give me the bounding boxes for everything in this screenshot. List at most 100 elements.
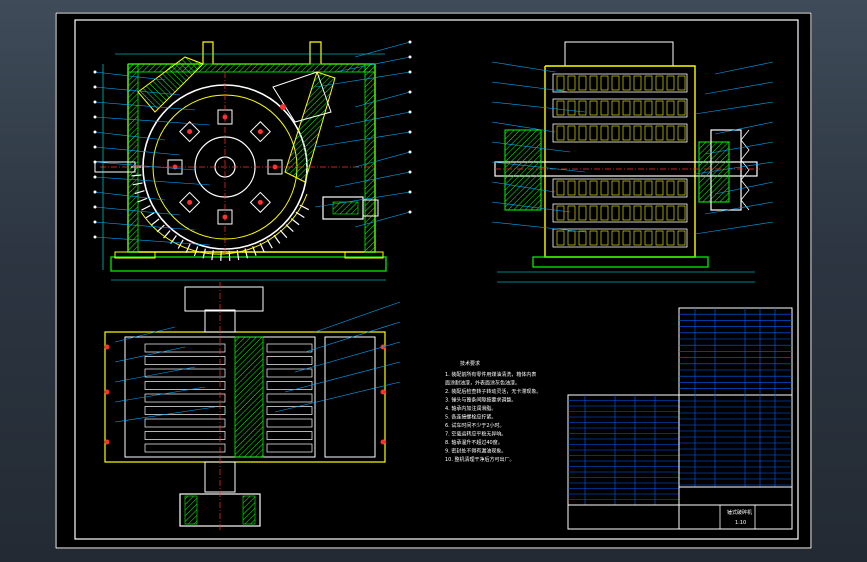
hammer-plate — [578, 230, 587, 246]
leader-line — [491, 141, 571, 153]
scale-label: 1:10 — [735, 520, 746, 526]
tech-item: 10. 整机清理干净后方可出厂。 — [445, 456, 515, 463]
leader-line — [294, 341, 401, 373]
hammer-plate — [644, 125, 653, 141]
leader-line — [94, 101, 196, 111]
hammer-plate — [578, 180, 587, 196]
hammer-pin — [272, 164, 278, 170]
side-view — [494, 41, 760, 283]
grate-tooth — [185, 243, 191, 253]
hammer-plate — [567, 125, 576, 141]
grate-tooth — [177, 239, 184, 249]
grate-tooth — [131, 174, 142, 177]
plan-hammer — [144, 368, 226, 378]
base-plate — [110, 256, 387, 272]
hammer-pin — [257, 199, 263, 205]
tech-item: 2. 装配后检查转子转动灵活，无卡滞现象。 — [445, 388, 541, 395]
grate-tooth — [137, 197, 148, 203]
leader-line — [314, 71, 411, 88]
hammer-plate — [556, 180, 565, 196]
balloon — [93, 175, 97, 179]
plan-hammer-right — [266, 381, 313, 390]
hammer-plate — [578, 205, 587, 221]
grate-tooth — [132, 182, 143, 186]
leader-line — [304, 321, 401, 353]
plan-bearing-top — [184, 286, 264, 312]
hammer-plate — [556, 125, 565, 141]
hammer-plate — [589, 125, 598, 141]
balloon — [93, 190, 97, 194]
hammer-plate — [600, 230, 609, 246]
assembly-drawing: 技术要求 1. 装配前所有零件用煤油清洗，箱体内表 面涂耐油漆，外表面涂灰色油漆… — [55, 12, 812, 549]
hammer-plate — [666, 230, 675, 246]
balloon — [408, 110, 412, 114]
balloon — [93, 205, 97, 209]
hammer-plate — [611, 230, 620, 246]
hammer-plate — [622, 75, 631, 91]
hammer-plate — [644, 180, 653, 196]
tech-item: 面涂耐油漆，外表面涂灰色油漆。 — [445, 380, 520, 387]
leader-line — [314, 301, 401, 333]
balloon — [93, 130, 97, 134]
hammer-plate — [567, 100, 576, 116]
tech-item: 7. 空载运转应平稳无异响。 — [445, 431, 506, 438]
balloon — [93, 100, 97, 104]
tech-item: 5. 各连接螺栓应拧紧。 — [445, 414, 496, 421]
hammer-plate — [567, 230, 576, 246]
hammer-plate — [677, 125, 686, 141]
side-hammer-rows — [552, 73, 688, 248]
tech-items: 1. 装配前所有零件用煤油清洗，箱体内表 面涂耐油漆，外表面涂灰色油漆。2. 装… — [445, 371, 541, 463]
leader-line — [491, 181, 556, 193]
hammer-row — [552, 123, 688, 143]
drawing-name: 锤式破碎机 — [727, 509, 752, 516]
leader-line — [114, 326, 176, 343]
grate-tooth — [236, 250, 240, 261]
plan-hammer-right — [266, 443, 313, 453]
balloon — [93, 235, 97, 239]
hammer-plate — [622, 125, 631, 141]
pulley-grooves — [740, 129, 750, 211]
grate-tooth — [134, 190, 145, 195]
bearing-left — [504, 129, 542, 211]
leader-line — [694, 101, 774, 115]
bearing-right — [698, 141, 730, 203]
plan-hammer — [144, 406, 226, 415]
hammer-plate — [633, 205, 642, 221]
balloon — [93, 70, 97, 74]
hammer-plate — [556, 205, 565, 221]
leader-line — [491, 81, 571, 93]
balloon — [408, 90, 412, 94]
tech-item: 3. 锤头与篦条间隙按要求调整。 — [445, 397, 516, 404]
hammer-plate — [600, 125, 609, 141]
balloon — [408, 170, 412, 174]
hammer-plate — [556, 75, 565, 91]
tech-item: 9. 密封处不得有漏油现象。 — [445, 448, 506, 455]
hammer-plate — [666, 205, 675, 221]
leader-line — [491, 121, 556, 133]
grate-tooth — [285, 224, 294, 233]
grate-tooth — [150, 218, 160, 226]
hammer-plate — [578, 100, 587, 116]
hammer-plate — [633, 75, 642, 91]
leader-line — [274, 381, 401, 413]
hammer-plate — [589, 180, 598, 196]
leader-line — [694, 161, 774, 175]
front-view — [94, 41, 387, 281]
hammer-plate — [633, 100, 642, 116]
plan-hammer-right — [266, 356, 313, 365]
balloon — [408, 70, 412, 74]
hammer-plate — [589, 100, 598, 116]
feed-chute — [137, 56, 204, 113]
plan-hammer-right — [266, 368, 313, 378]
grate-bars — [131, 166, 310, 261]
hammer-plate — [622, 205, 631, 221]
balloon — [408, 130, 412, 134]
outer-border — [55, 12, 812, 549]
hammer-plate — [644, 230, 653, 246]
hammer-plate — [633, 230, 642, 246]
leader-line — [94, 236, 211, 246]
hammer-plate — [556, 230, 565, 246]
impact-bracket — [272, 71, 332, 123]
hammer-plate — [655, 100, 664, 116]
plan-hammer-right — [266, 343, 313, 353]
